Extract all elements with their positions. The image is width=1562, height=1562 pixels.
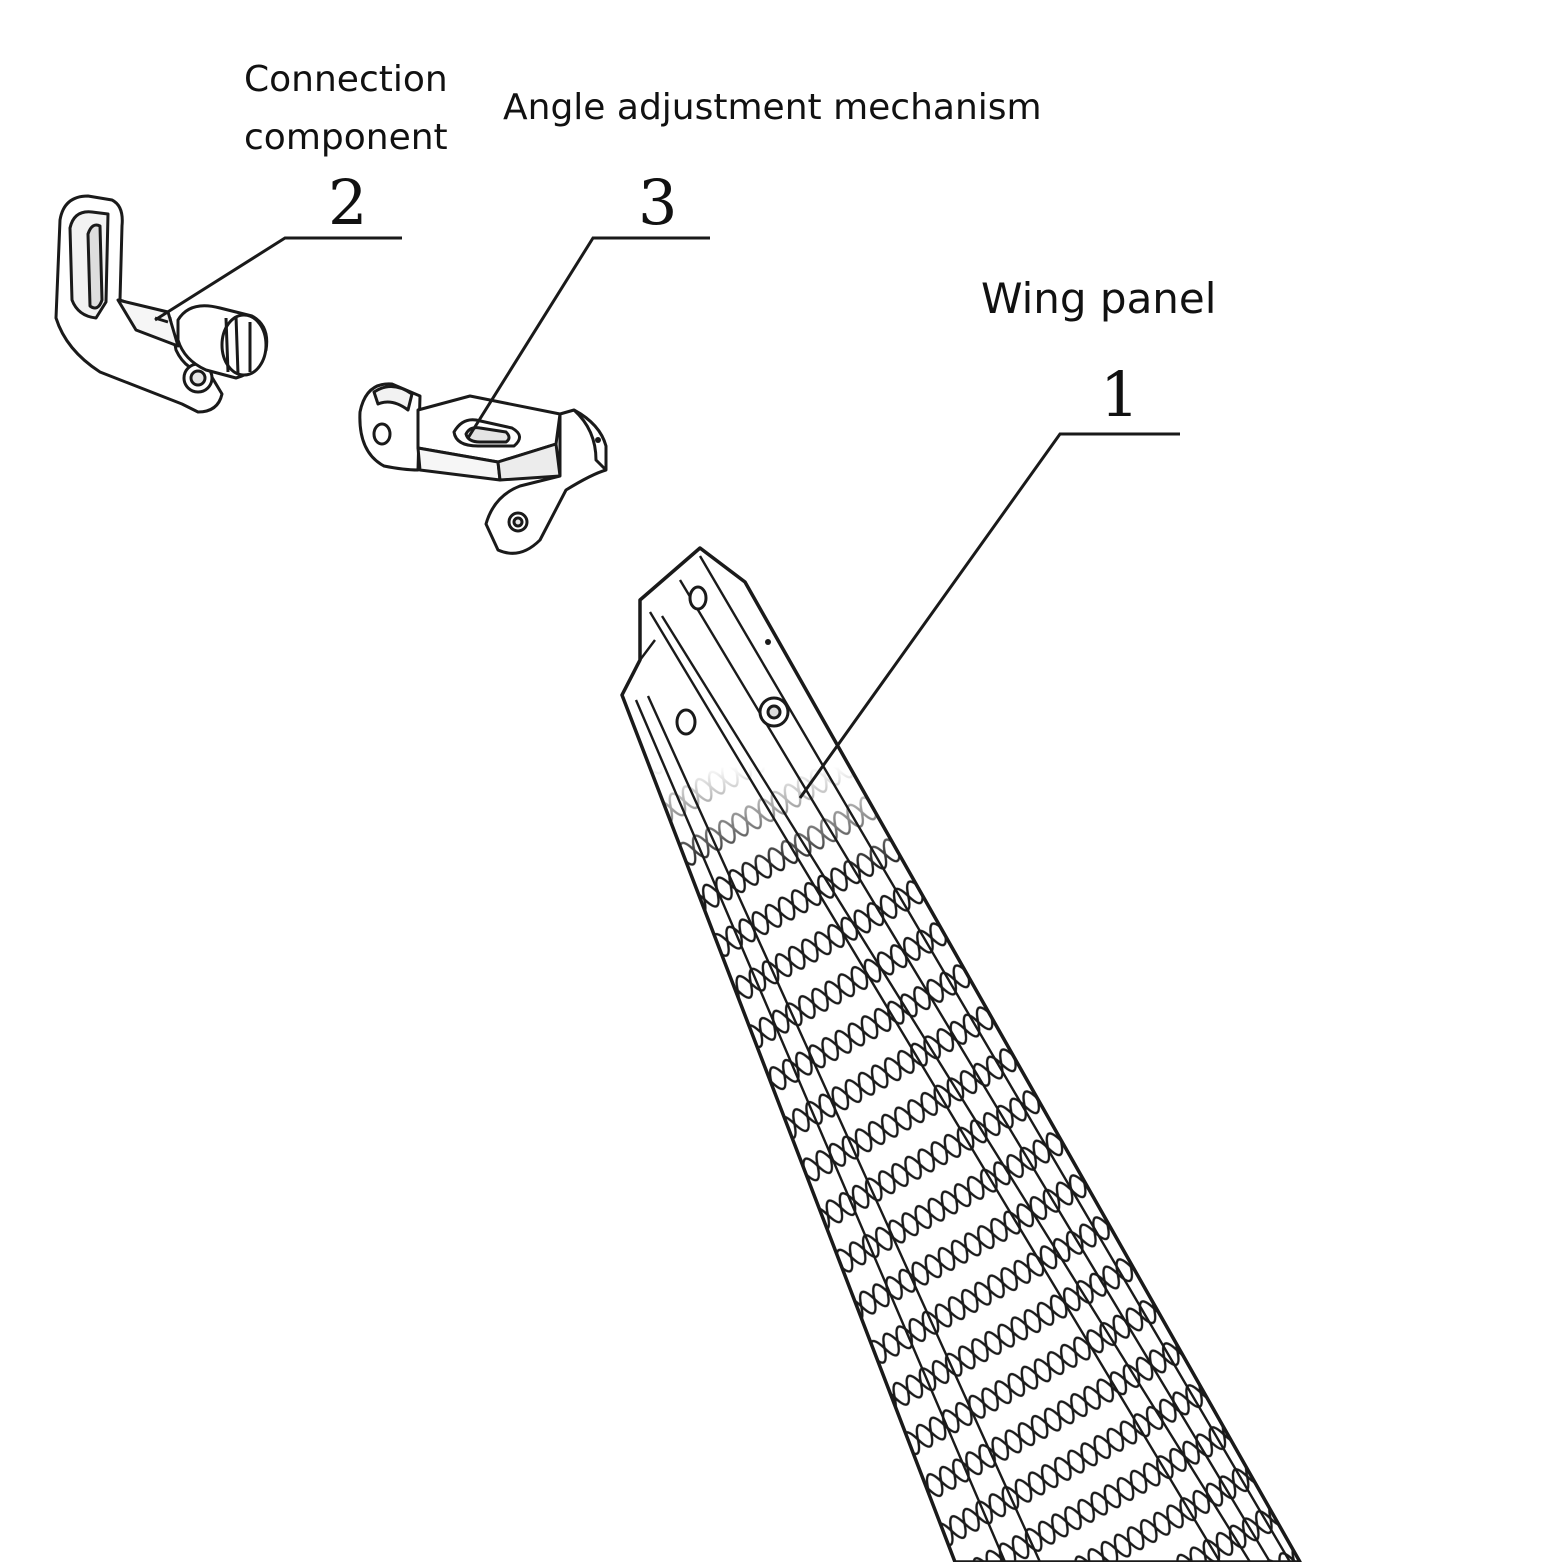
leader-lines	[154, 236, 1180, 799]
leader-line-1	[798, 432, 1180, 799]
angle-adjustment-part	[358, 382, 608, 555]
label-angle-adjustment-mechanism: Angle adjustment mechanism	[503, 87, 1042, 128]
leader-line-2	[154, 236, 402, 322]
label-connection-component-line1: Connection	[244, 59, 448, 100]
leader-line-3	[466, 236, 710, 439]
part-number-3: 3	[638, 166, 678, 239]
part-number-1: 1	[1100, 358, 1140, 431]
part-number-2: 2	[328, 166, 368, 239]
label-connection-component-line2: component	[244, 117, 448, 158]
wing-panel-part	[620, 546, 1302, 1562]
label-wing-panel: Wing panel	[981, 274, 1217, 323]
connection-component-part	[54, 194, 269, 414]
